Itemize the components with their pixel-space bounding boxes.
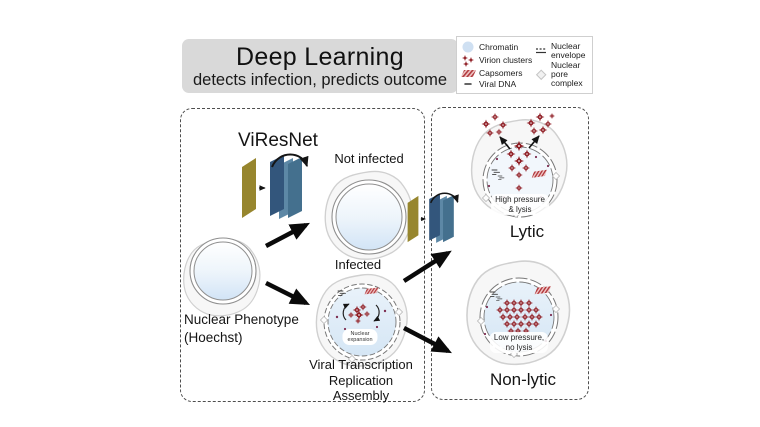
model-label: ViResNet: [238, 130, 318, 151]
legend-label: Nuclear envelope: [551, 40, 586, 60]
infected-caption-line3: Assembly: [332, 388, 390, 403]
figure-title: Deep Learning: [236, 42, 404, 71]
infected-caption-line2: Replication: [328, 372, 394, 388]
egress-arrow-right: [528, 135, 540, 149]
legend-label: Nuclear pore complex: [551, 60, 583, 89]
legend-item-capsomers: Capsomers: [461, 68, 535, 78]
virion-cluster-icon: [462, 54, 474, 67]
nuclear-expansion-note: Nuclear expansion: [342, 329, 378, 346]
capsomer-icon: [461, 70, 476, 78]
infected-cell: [315, 273, 408, 367]
title-box: Deep Learning detects infection, predict…: [182, 39, 458, 93]
legend-column-left: Chromatin Virion clusters Capsomers: [461, 40, 535, 90]
nuclear-expansion-line2: expansion: [347, 337, 373, 344]
legend-label: Viral DNA: [479, 78, 517, 89]
nuclear-envelope-icon: [536, 48, 546, 53]
legend-item-viral-dna: Viral DNA: [461, 78, 535, 89]
arrow-input-to-not-infected: [264, 222, 310, 248]
infected-caption: Viral Transcription Replication Assembly: [309, 357, 413, 404]
legend-label: Capsomers: [479, 67, 523, 78]
legend-item-chromatin: Chromatin: [461, 41, 535, 53]
nonlytic-note-line2: no lysis: [505, 342, 533, 352]
viresnet-icon-2: [408, 193, 458, 243]
lytic-note-line2: & lysis: [508, 204, 532, 214]
arrow-input-to-infected: [264, 280, 311, 306]
nuclear-pore-icon: [535, 69, 547, 80]
figure-subtitle: detects infection, predicts outcome: [192, 70, 448, 89]
cycle-arrow-right-icon: [373, 304, 381, 322]
chromatin-icon: [462, 41, 474, 53]
legend-label: Virion clusters: [479, 55, 533, 66]
lytic-label: Lytic: [509, 222, 545, 241]
legend-item-nuclear-envelope: Nuclear envelope: [535, 40, 589, 60]
arrow-infected-to-nonlytic: [402, 326, 452, 354]
infected-label: Infected: [334, 257, 382, 272]
legend-column-right: Nuclear envelope Nuclear pore complex: [535, 40, 589, 90]
classification-panel-border: [180, 108, 425, 402]
hoechst-input-cell: [183, 237, 261, 317]
viral-dna-icon: [464, 83, 472, 85]
arrow-infected-to-lytic: [402, 250, 452, 283]
egress-arrow-left: [499, 136, 511, 150]
nonlytic-note: Low pressure, no lysis: [489, 332, 549, 353]
nonlytic-label: Non-lytic: [489, 370, 557, 389]
legend-item-nuclear-pore: Nuclear pore complex: [535, 61, 589, 88]
nonlytic-note-line1: Low pressure,: [493, 333, 545, 342]
legend-item-virion-clusters: Virion clusters: [461, 54, 535, 67]
legend-label: Chromatin: [479, 41, 519, 52]
nuclear-expansion-line1: Nuclear: [350, 331, 370, 337]
viresnet-icon-1: [242, 155, 307, 220]
lytic-note-line1: High pressure: [495, 195, 545, 204]
input-label-line1: Nuclear Phenotype: [184, 312, 299, 327]
not-infected-cell: [324, 170, 414, 260]
lytic-note: High pressure & lysis: [491, 194, 549, 215]
not-infected-label: Not infected: [334, 151, 404, 166]
cycle-arrow-left-icon: [342, 303, 350, 321]
legend: Chromatin Virion clusters Capsomers: [456, 36, 593, 94]
input-label: Nuclear Phenotype (Hoechst): [184, 311, 299, 347]
input-label-line2: (Hoechst): [184, 330, 243, 345]
infected-caption-line1: Viral Transcription: [309, 357, 413, 372]
